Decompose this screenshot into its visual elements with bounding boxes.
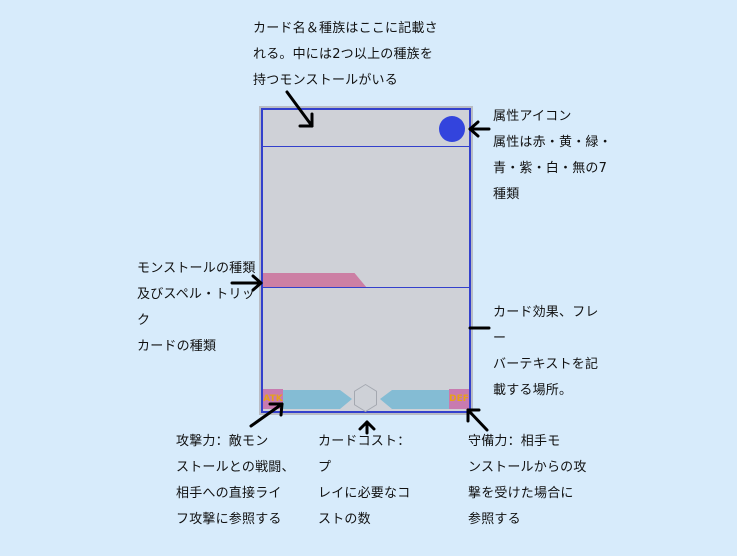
def-arrow-head xyxy=(466,408,481,423)
atk-arrow-head xyxy=(268,402,284,417)
monster-type-arrow-head xyxy=(251,274,263,292)
cost-hexagon-icon xyxy=(354,384,377,412)
cost-annotation: カードコスト：プ レイに必要なコ ストの数 xyxy=(318,434,411,527)
cost-arrow-head xyxy=(358,420,376,431)
effect-divider xyxy=(263,287,469,288)
atk-arrow xyxy=(249,402,284,428)
def-stat-bar xyxy=(380,390,449,409)
attribute-arrow-head xyxy=(468,120,480,138)
card-name-arrow xyxy=(285,90,314,128)
attribute-circle-icon xyxy=(439,116,465,142)
def-badge: DEF xyxy=(449,389,469,409)
effect-annotation: カード効果、フレー バーテキストを記 載する場所。 xyxy=(493,305,599,398)
monster-type-annotation: モンストールの種類 及びスペル・トリック カードの種類 xyxy=(137,261,256,354)
attack-annotation: 攻撃力：敵モン ストールとの戦闘、 相手への直接ライ フ攻撃に参照する xyxy=(176,434,295,527)
attribute-annotation: 属性アイコン 属性は赤・黄・緑・ 青・紫・白・無の7 種類 xyxy=(493,109,612,202)
def-arrow xyxy=(466,408,489,432)
card-name-arrow-head xyxy=(298,112,314,128)
atk-stat-bar xyxy=(283,390,352,409)
card-frame: ATK DEF xyxy=(261,108,471,413)
card-name-bar xyxy=(263,110,469,147)
card-name-annotation: カード名＆種族はここに記載さ れる。中には2つ以上の種族を 持つモンストールがい… xyxy=(253,21,438,88)
monster-type-bar xyxy=(263,273,367,288)
defense-annotation: 守備力：相手モ ンストールからの攻 撃を受けた場合に 参照する xyxy=(468,434,587,527)
